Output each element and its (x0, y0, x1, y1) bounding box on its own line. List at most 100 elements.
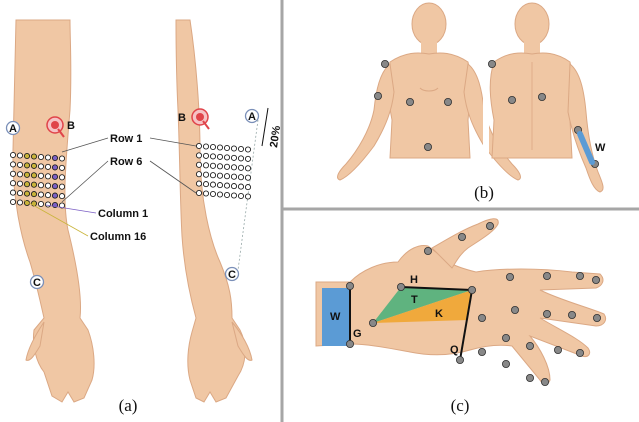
panel-b: W (b) (338, 3, 606, 202)
electrode (17, 191, 22, 196)
marker-a-left: A (7, 122, 20, 136)
electrode (10, 162, 15, 167)
electrode (196, 190, 201, 195)
electrode (31, 163, 36, 168)
electrode (203, 182, 208, 187)
electrode (45, 155, 50, 160)
electrode (59, 175, 64, 180)
electrode (196, 162, 201, 167)
marker-a-right: A (246, 110, 259, 124)
marker-b-left-label: B (67, 120, 75, 132)
electrode (196, 181, 201, 186)
electrode (245, 194, 250, 199)
electrode (210, 173, 215, 178)
electrode (45, 202, 50, 207)
electrode (196, 153, 201, 158)
electrode (231, 155, 236, 160)
electrode (196, 172, 201, 177)
electrode (224, 164, 229, 169)
caption-c: (c) (451, 396, 470, 415)
row-6-label: Row 6 (110, 156, 142, 168)
column-1-label: Column 1 (98, 208, 148, 220)
electrode (17, 200, 22, 205)
electrode (224, 192, 229, 197)
electrode (24, 191, 29, 196)
electrode (217, 164, 222, 169)
electrode (10, 181, 15, 186)
electrode (203, 191, 208, 196)
panel-a: A A C C B B Row 1 Row 6 Column 1 Column … (7, 20, 284, 415)
electrode (231, 174, 236, 179)
electrode (238, 175, 243, 180)
electrode (10, 190, 15, 195)
electrode (52, 184, 57, 189)
electrode (38, 173, 43, 178)
electrode (45, 164, 50, 169)
electrode (238, 156, 243, 161)
electrode (224, 174, 229, 179)
electrode (38, 154, 43, 159)
electrode (238, 184, 243, 189)
electrode (45, 174, 50, 179)
electrode (59, 194, 64, 199)
electrode (224, 155, 229, 160)
marker-h: H (410, 274, 418, 286)
marker-c-right: C (226, 268, 239, 282)
electrode (224, 183, 229, 188)
electrode (231, 146, 236, 151)
electrode (203, 172, 208, 177)
electrode (196, 143, 201, 148)
electrode (210, 144, 215, 149)
svg-text:A: A (9, 123, 17, 135)
electrode (17, 172, 22, 177)
svg-text:C: C (228, 269, 236, 281)
marker-q: Q (450, 344, 459, 356)
caption-b: (b) (474, 183, 494, 202)
electrode (210, 182, 215, 187)
electrode (203, 153, 208, 158)
electrode-grid-right (196, 143, 250, 199)
electrode (38, 183, 43, 188)
electrode (59, 156, 64, 161)
tilt-line (262, 108, 268, 146)
electrode (217, 183, 222, 188)
electrode (203, 144, 208, 149)
electrode (231, 184, 236, 189)
electrode (38, 192, 43, 197)
electrode (238, 146, 243, 151)
electrode (17, 153, 22, 158)
right-arm (176, 20, 245, 402)
marker-c-left: C (31, 276, 44, 290)
electrode (24, 163, 29, 168)
electrode (245, 175, 250, 180)
marker-b-right-label: B (178, 112, 186, 124)
electrode (217, 154, 222, 159)
electrode (59, 165, 64, 170)
electrode (17, 181, 22, 186)
marker-g: G (353, 328, 362, 340)
electrode (217, 173, 222, 178)
electrode (38, 201, 43, 206)
electrode (31, 182, 36, 187)
electrode (52, 193, 57, 198)
electrode (10, 152, 15, 157)
electrode (38, 164, 43, 169)
electrode (31, 173, 36, 178)
electrode (203, 163, 208, 168)
electrode (10, 171, 15, 176)
row-1-label: Row 1 (110, 133, 142, 145)
svg-text:A: A (248, 111, 256, 123)
electrode (224, 145, 229, 150)
marker-t: T (411, 294, 418, 306)
electrode (238, 193, 243, 198)
electrode (245, 147, 250, 152)
svg-text:C: C (33, 277, 41, 289)
column-16-label: Column 16 (90, 231, 146, 243)
electrode (52, 165, 57, 170)
electrode (31, 154, 36, 159)
electrode (52, 155, 57, 160)
panel-c: W G H T K Q (c) (316, 219, 606, 415)
electrode (17, 162, 22, 167)
electrode (210, 191, 215, 196)
caption-a: (a) (119, 396, 138, 415)
